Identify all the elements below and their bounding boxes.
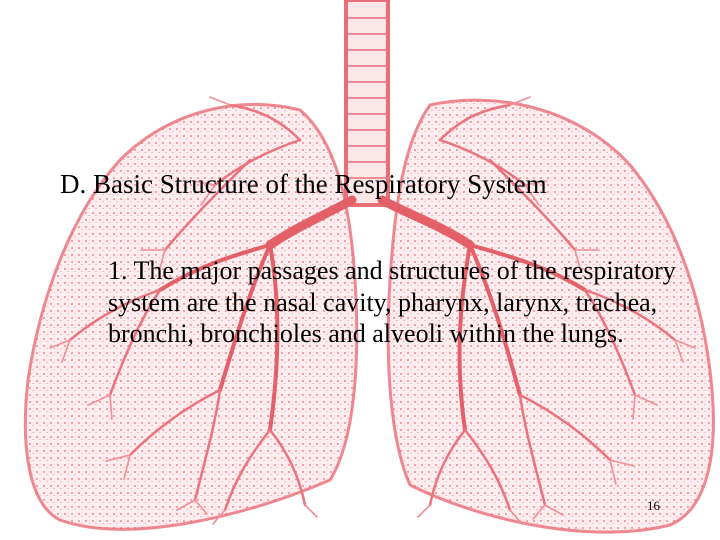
trachea bbox=[344, 0, 390, 207]
page-number: 16 bbox=[647, 498, 660, 513]
bronchial-tree bbox=[49, 96, 696, 525]
left-lung bbox=[23, 102, 359, 531]
right-lung bbox=[386, 98, 715, 534]
slide-heading: D. Basic Structure of the Respiratory Sy… bbox=[60, 169, 547, 199]
slide-body-text: 1. The major passages and structures of … bbox=[108, 256, 676, 348]
